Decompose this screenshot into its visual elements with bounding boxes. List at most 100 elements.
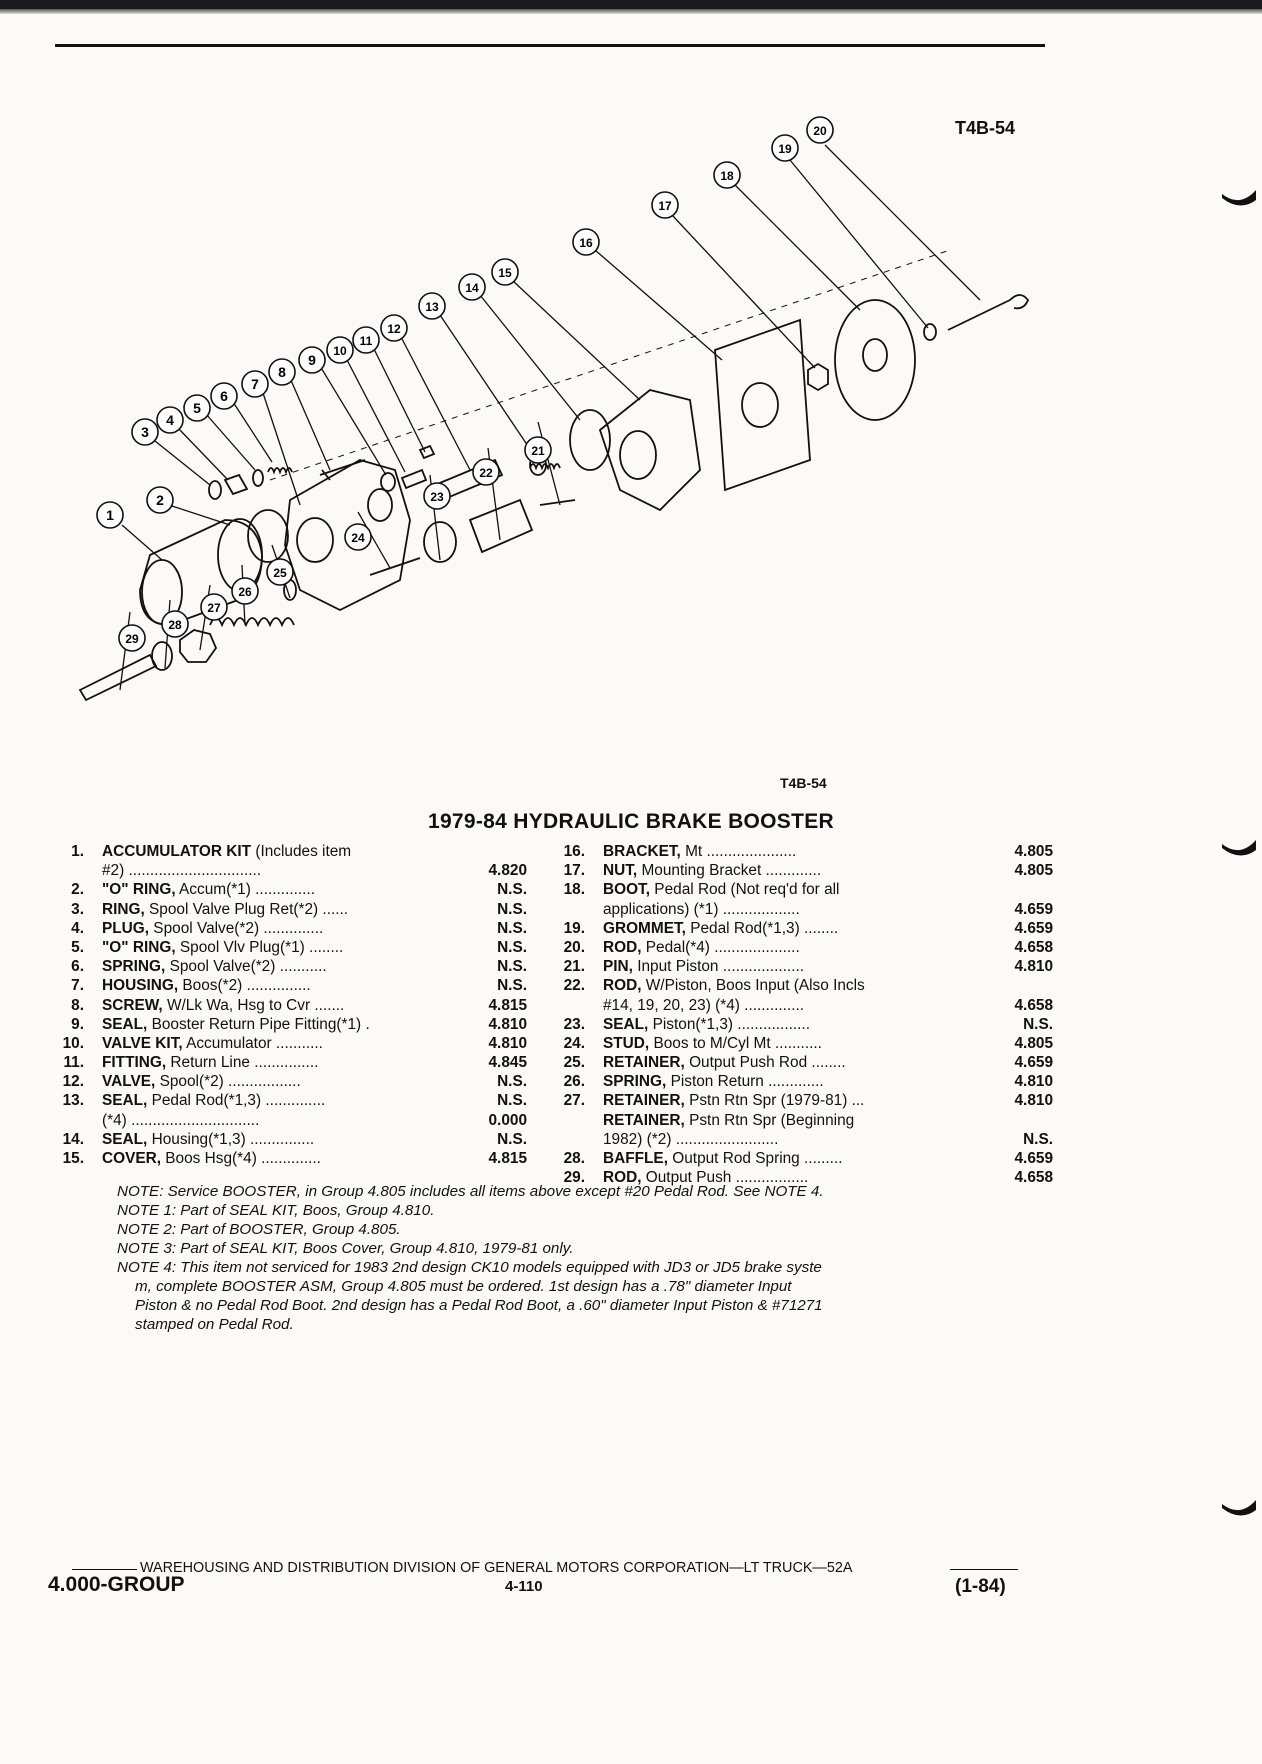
part-description: SPRING, Spool Valve(*2) ........... (102, 957, 437, 976)
part-pin (539, 499, 576, 506)
part-bracket-hole (741, 382, 779, 428)
callout-4: 4 (156, 406, 184, 434)
part-seal-return (380, 472, 396, 492)
part-group: 4.805 (1014, 1034, 1053, 1052)
note-line: NOTE 2: Part of BOOSTER, Group 4.805. (117, 1221, 401, 1238)
callout-2: 2 (146, 486, 174, 514)
note-line: m, complete BOOSTER ASM, Group 4.805 mus… (135, 1278, 792, 1295)
svg-text:2: 2 (156, 492, 164, 508)
part-group: 4.845 (488, 1054, 527, 1072)
note-line: NOTE: Service BOOSTER, in Group 4.805 in… (117, 1183, 824, 1200)
callout-11: 11 (352, 326, 380, 354)
svg-text:15: 15 (498, 266, 512, 280)
part-row: 17.NUT, Mounting Bracket .............4.… (553, 861, 1053, 880)
part-row: 14.SEAL, Housing(*1,3) ...............N.… (52, 1130, 527, 1149)
note-line: NOTE 4: This item not serviced for 1983 … (117, 1259, 822, 1276)
callout-6: 6 (210, 382, 238, 410)
part-description: ROD, W/Piston, Boos Input (Also Incls (603, 976, 963, 995)
svg-text:17: 17 (658, 199, 672, 213)
part-detail: (Includes item (251, 843, 352, 860)
part-name: SPRING, (603, 1073, 667, 1091)
part-row: 20.ROD, Pedal(*4) ....................4.… (553, 938, 1053, 957)
svg-text:21: 21 (531, 444, 545, 458)
part-boot (834, 299, 916, 421)
part-description: #14, 19, 20, 23) (*4) .............. (603, 996, 963, 1015)
part-row: 6.SPRING, Spool Valve(*2) ...........N.S… (52, 957, 527, 976)
header-rule (55, 44, 1045, 47)
part-nut (807, 362, 829, 392)
callout-14: 14 (458, 273, 486, 301)
part-input-rod-spring (529, 463, 561, 471)
part-group: 4.659 (1014, 900, 1053, 918)
part-row: 3.RING, Spool Valve Plug Ret(*2) ......N… (52, 900, 527, 919)
part-group: N.S. (497, 900, 527, 918)
svg-text:3: 3 (141, 424, 149, 440)
part-cover-bore (619, 430, 657, 480)
part-detail: Housing(*1,3) ............... (147, 1130, 315, 1148)
part-name: SEAL, (102, 1015, 148, 1033)
part-detail: Boos to M/Cyl Mt ........... (649, 1034, 822, 1052)
part-housing (284, 459, 411, 612)
page-title: 1979-84 HYDRAULIC BRAKE BOOSTER (427, 810, 835, 833)
footer-date: (1-84) (955, 1576, 1006, 1597)
part-number: 2. (71, 881, 84, 899)
part-row: RETAINER, Pstn Rtn Spr (Beginning (553, 1111, 1053, 1130)
part-detail: Piston(*1,3) ................. (648, 1015, 810, 1033)
part-row: 10.VALVE KIT, Accumulator ...........4.8… (52, 1034, 527, 1053)
part-name: HOUSING, (102, 977, 179, 995)
part-row: 8.SCREW, W/Lk Wa, Hsg to Cvr .......4.81… (52, 996, 527, 1015)
part-detail: applications) (*1) .................. (603, 900, 800, 918)
scan-top-edge (0, 0, 1262, 9)
part-row: #2) ...............................4.820 (52, 861, 527, 880)
part-name: BRACKET, (603, 843, 681, 860)
binder-ring-mark (1222, 1500, 1256, 1516)
part-name: ACCUMULATOR KIT (102, 843, 252, 860)
svg-text:1: 1 (106, 507, 114, 523)
part-number: 18. (563, 881, 585, 899)
part-spring-piston-return (209, 617, 295, 628)
callout-5: 5 (183, 394, 211, 422)
callout-8: 8 (268, 358, 296, 386)
callout-27: 27 (200, 593, 228, 621)
svg-text:11: 11 (360, 334, 373, 348)
part-description: VALVE, Spool(*2) ................. (102, 1072, 437, 1091)
part-description: ROD, Pedal(*4) .................... (603, 938, 963, 957)
part-plug (223, 473, 249, 496)
note-line: Piston & no Pedal Rod Boot. 2nd design h… (135, 1297, 823, 1314)
part-group: 4.810 (1014, 1092, 1053, 1110)
part-description: FITTING, Return Line ............... (102, 1053, 437, 1072)
part-name: SPRING, (102, 958, 166, 976)
part-description: NUT, Mounting Bracket ............. (603, 861, 963, 880)
part-description: SEAL, Housing(*1,3) ............... (102, 1130, 437, 1149)
part-row: 2."O" RING, Accum(*1) ..............N.S. (52, 880, 527, 899)
part-detail: W/Lk Wa, Hsg to Cvr ....... (162, 996, 345, 1014)
part-row: 1.ACCUMULATOR KIT (Includes item (52, 842, 527, 861)
part-row: 11.FITTING, Return Line ...............4… (52, 1053, 527, 1072)
callout-21: 21 (524, 436, 552, 464)
part-detail: (*4) .............................. (102, 1111, 260, 1129)
part-detail: Spool Valve(*2) .............. (149, 919, 324, 937)
callout-10: 10 (326, 336, 354, 364)
scan-top-shadow (0, 9, 1262, 14)
part-name: FITTING, (102, 1054, 167, 1072)
part-name: PLUG, (102, 919, 150, 937)
part-output-push-rod (78, 653, 158, 702)
part-name: ROD, (603, 1169, 642, 1187)
part-row: 5."O" RING, Spool Vlv Plug(*1) ........N… (52, 938, 527, 957)
part-row: #14, 19, 20, 23) (*4) ..............4.65… (553, 996, 1053, 1015)
part-pedal-rod (947, 294, 1030, 331)
part-description: GROMMET, Pedal Rod(*1,3) ........ (603, 919, 963, 938)
part-detail: Pedal(*4) .................... (641, 938, 800, 956)
part-row: 4.PLUG, Spool Valve(*2) ..............N.… (52, 919, 527, 938)
svg-text:29: 29 (125, 632, 139, 646)
part-number: 4. (71, 919, 84, 937)
part-group: 4.810 (488, 1034, 527, 1052)
part-name: COVER, (102, 1150, 162, 1167)
part-name: NUT, (603, 862, 638, 880)
part-group: N.S. (497, 977, 527, 995)
part-detail: Input Piston ................... (632, 958, 805, 976)
part-housing-port (296, 517, 334, 563)
part-description: SEAL, Pedal Rod(*1,3) .............. (102, 1091, 437, 1110)
part-number: 10. (62, 1034, 84, 1052)
part-fitting (418, 444, 436, 460)
